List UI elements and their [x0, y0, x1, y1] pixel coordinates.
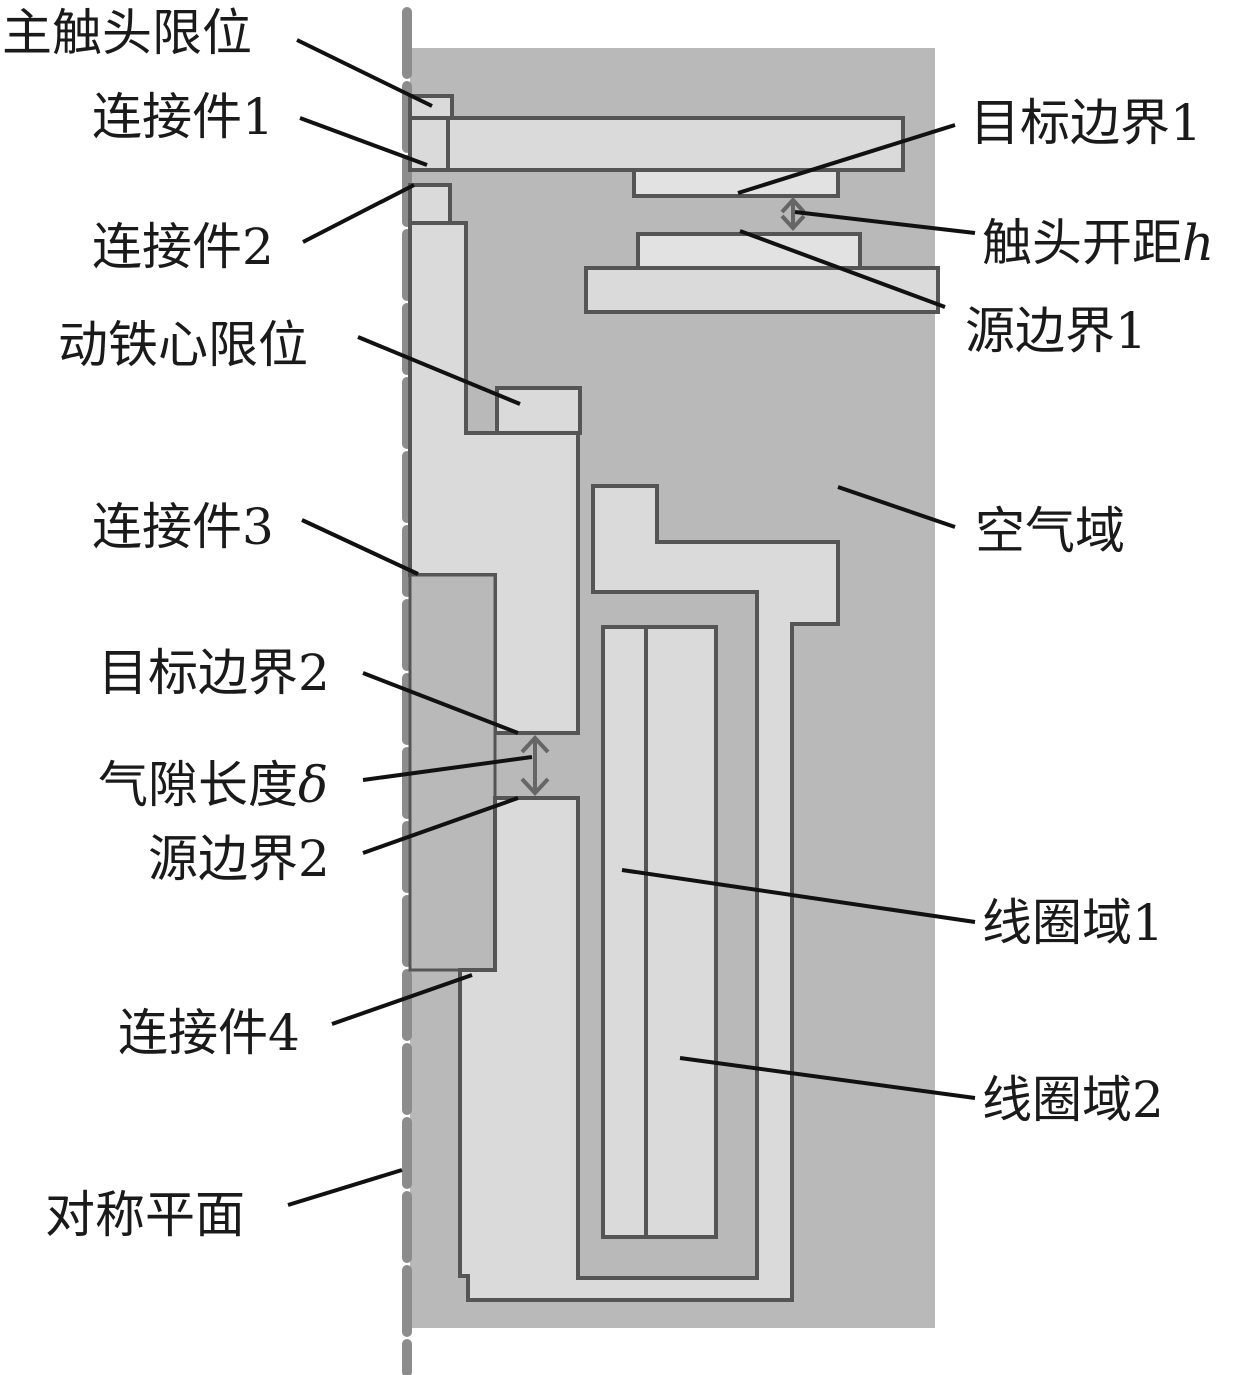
leader-source-boundary-1 — [739, 229, 946, 309]
leader-contact-gap — [794, 210, 976, 235]
label-source-boundary-2: 源边界2 — [148, 830, 330, 888]
label-air-gap-length: 气隙长度δ — [98, 756, 328, 814]
leader-connector-3 — [301, 518, 419, 576]
label-target-boundary-2: 目标边界2 — [98, 644, 330, 702]
connector-2-block — [408, 183, 452, 225]
label-connector-1: 连接件1 — [92, 88, 274, 146]
label-armature-limit: 动铁心限位 — [58, 316, 308, 374]
moving-contact-bar — [446, 116, 905, 172]
leader-target-boundary-1 — [737, 123, 956, 195]
contact-gap-arrow — [780, 197, 806, 231]
moving-contact-tip — [632, 168, 840, 198]
static-contact-bar — [584, 266, 940, 314]
label-main-contact-limit: 主触头限位 — [2, 4, 252, 62]
leader-main-contact-limit — [296, 38, 433, 108]
label-connector-4: 连接件4 — [118, 1004, 300, 1062]
leader-connector-1 — [299, 116, 428, 167]
coil-domain-1-region — [601, 625, 648, 1239]
label-symmetry-plane: 对称平面 — [45, 1186, 245, 1244]
leader-armature-limit — [357, 335, 521, 406]
leader-symmetry-plane — [287, 1168, 403, 1207]
label-coil-domain-2: 线圈域2 — [982, 1071, 1164, 1129]
label-coil-domain-1: 线圈域1 — [982, 894, 1164, 952]
contact-gap-text: 触头开距 — [982, 214, 1182, 272]
leader-air-domain — [837, 485, 956, 529]
coil-domain-2-region — [644, 625, 718, 1239]
air-gap-symbol: δ — [298, 756, 328, 814]
leader-source-boundary-2 — [362, 796, 519, 855]
contact-gap-symbol: h — [1182, 214, 1214, 272]
static-core-frame — [458, 484, 840, 1302]
leader-connector-2 — [302, 183, 415, 244]
leader-target-boundary-2 — [362, 671, 519, 735]
air-gap-length-text: 气隙长度 — [98, 756, 298, 814]
label-connector-3: 连接件3 — [92, 498, 274, 556]
label-air-domain: 空气域 — [975, 502, 1125, 560]
label-target-boundary-1: 目标边界1 — [970, 94, 1202, 152]
label-contact-gap: 触头开距h — [982, 214, 1214, 272]
leader-connector-4 — [331, 973, 473, 1026]
air-gap-arrow — [520, 735, 550, 796]
armature-limit-block — [495, 386, 582, 435]
label-source-boundary-1: 源边界1 — [965, 302, 1147, 360]
label-connector-2: 连接件2 — [92, 218, 274, 276]
leader-coil-domain-1 — [621, 868, 976, 924]
leader-coil-domain-2 — [679, 1056, 976, 1100]
leader-air-gap-length — [362, 755, 533, 782]
